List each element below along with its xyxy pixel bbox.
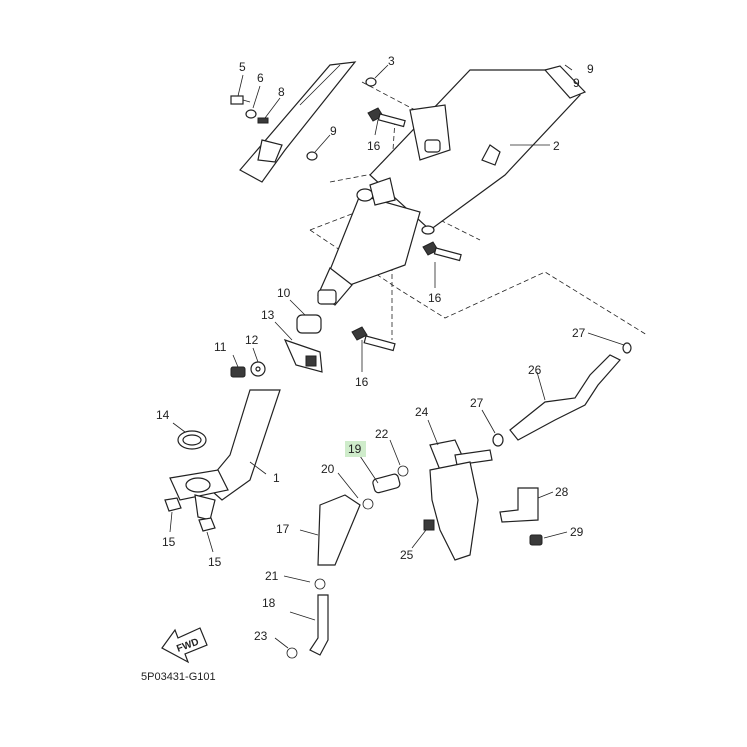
callout-25[interactable]: 25 xyxy=(400,548,414,562)
washer[interactable] xyxy=(245,109,257,119)
callout-16[interactable]: 16 xyxy=(428,291,442,305)
heat-shield[interactable] xyxy=(239,61,357,183)
callout-8[interactable]: 8 xyxy=(278,85,285,99)
diagram-code: 5P03431-G101 xyxy=(141,671,216,683)
callout-14[interactable]: 14 xyxy=(156,408,170,422)
forward-arrow-icon: FWD xyxy=(161,627,208,664)
callout-15[interactable]: 15 xyxy=(208,555,222,569)
callout-1[interactable]: 1 xyxy=(273,471,280,485)
callout-29[interactable]: 29 xyxy=(570,525,584,539)
callout-20[interactable]: 20 xyxy=(321,462,335,476)
nut[interactable] xyxy=(164,497,182,512)
callout-11[interactable]: 11 xyxy=(214,340,227,354)
bracket[interactable] xyxy=(429,461,479,561)
callout-19[interactable]: 19 xyxy=(348,442,362,456)
clamp[interactable] xyxy=(492,433,504,447)
callout-22[interactable]: 22 xyxy=(375,427,389,441)
callout-5[interactable]: 5 xyxy=(239,60,246,74)
exhaust-pipe[interactable] xyxy=(169,389,281,521)
callout-2[interactable]: 2 xyxy=(553,139,560,153)
callout-17[interactable]: 17 xyxy=(276,522,290,536)
hose[interactable] xyxy=(317,494,361,566)
collar[interactable] xyxy=(257,117,269,124)
callout-28[interactable]: 28 xyxy=(555,485,569,499)
washer[interactable] xyxy=(365,77,377,87)
catalyst-pipe[interactable] xyxy=(317,177,435,306)
flange-bolt[interactable] xyxy=(351,326,396,352)
callout-15[interactable]: 15 xyxy=(162,535,176,549)
bolt[interactable] xyxy=(230,366,246,378)
callout-12[interactable]: 12 xyxy=(245,333,259,347)
hose[interactable] xyxy=(309,594,329,656)
callout-9[interactable]: 9 xyxy=(330,124,337,138)
callout-labels: 5 6 8 9 3 9 9 2 16 16 16 10 13 12 11 14 … xyxy=(156,54,594,643)
clamp[interactable] xyxy=(622,342,632,354)
clip[interactable] xyxy=(314,578,326,590)
callout-6[interactable]: 6 xyxy=(257,71,264,85)
clip[interactable] xyxy=(286,647,298,659)
bolt[interactable] xyxy=(529,534,543,546)
callout-16[interactable]: 16 xyxy=(355,375,369,389)
screw[interactable] xyxy=(230,95,251,105)
joint-pipe[interactable] xyxy=(372,473,401,494)
callout-27[interactable]: 27 xyxy=(572,326,586,340)
callout-9[interactable]: 9 xyxy=(573,76,580,90)
clip[interactable] xyxy=(397,465,409,477)
washer[interactable] xyxy=(250,361,266,377)
nut[interactable] xyxy=(198,517,216,532)
mount-bracket[interactable] xyxy=(499,487,539,523)
gasket[interactable] xyxy=(296,314,322,334)
clamp[interactable] xyxy=(283,338,323,373)
callout-16[interactable]: 16 xyxy=(367,139,381,153)
callout-3[interactable]: 3 xyxy=(388,54,395,68)
callout-21[interactable]: 21 xyxy=(265,569,279,583)
callout-10[interactable]: 10 xyxy=(277,286,291,300)
callout-13[interactable]: 13 xyxy=(261,308,275,322)
washer[interactable] xyxy=(306,151,318,161)
callout-18[interactable]: 18 xyxy=(262,596,276,610)
callout-27[interactable]: 27 xyxy=(470,396,484,410)
selected-part-highlight xyxy=(345,441,366,457)
clip[interactable] xyxy=(362,498,374,510)
flange-bolt[interactable] xyxy=(422,241,462,262)
pipe-gasket[interactable] xyxy=(177,430,207,450)
callout-23[interactable]: 23 xyxy=(254,629,268,643)
leader-lines xyxy=(169,64,625,649)
flange-bolt[interactable] xyxy=(367,107,406,128)
bolt[interactable] xyxy=(423,519,435,531)
callout-9[interactable]: 9 xyxy=(587,62,594,76)
reed-valve[interactable] xyxy=(429,439,493,471)
air-pipe[interactable] xyxy=(509,354,621,441)
callout-26[interactable]: 26 xyxy=(528,363,542,377)
callout-24[interactable]: 24 xyxy=(415,405,429,419)
